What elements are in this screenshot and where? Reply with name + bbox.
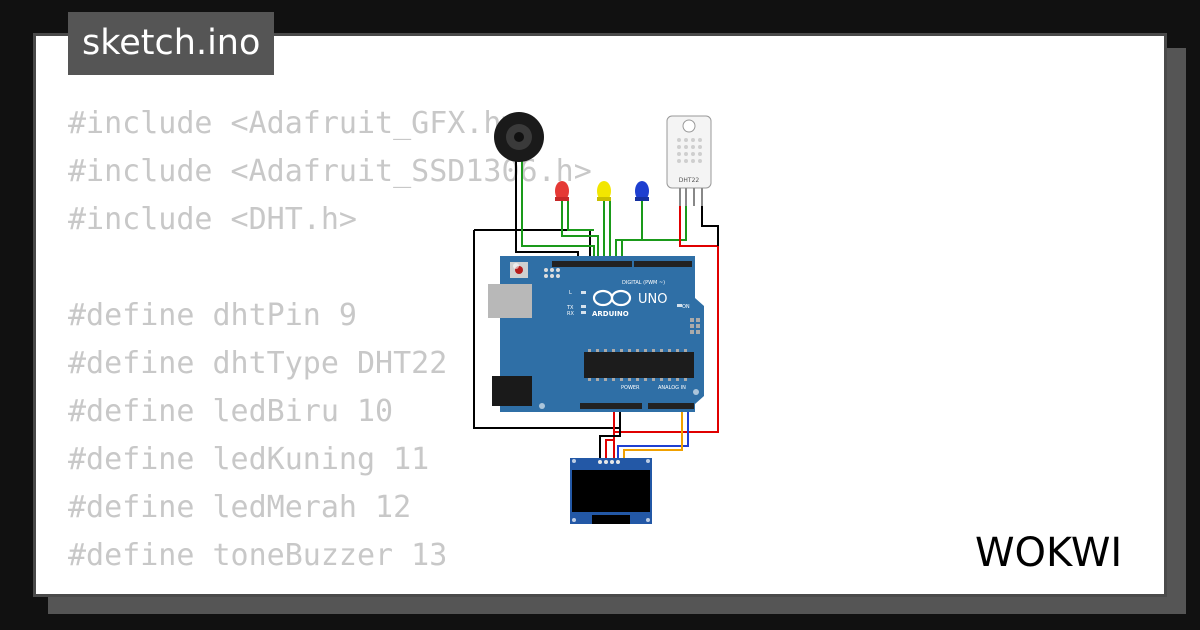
dht22-label: DHT22 xyxy=(679,177,700,184)
oled-display[interactable] xyxy=(570,458,652,524)
wire-dht-gnd xyxy=(701,206,719,246)
tx-label: TX xyxy=(566,305,574,311)
buzzer[interactable] xyxy=(494,112,544,162)
atmega-chip xyxy=(584,352,694,378)
power-label: POWER xyxy=(621,385,640,391)
led-yellow[interactable] xyxy=(597,181,611,201)
code-line: #define ledBiru 10 xyxy=(68,394,394,429)
wokwi-logo-text: WOKWI xyxy=(975,530,1122,574)
uno-label: UNO xyxy=(638,292,667,307)
analog-header xyxy=(648,403,694,409)
wire-oled-scl xyxy=(617,405,689,460)
led-red[interactable] xyxy=(555,181,569,201)
usb-port xyxy=(488,284,532,318)
power-jack xyxy=(492,376,532,406)
arduino-uno-board[interactable]: DIGITAL (PWM ~) UNO ARDUINO TX RX L ON P… xyxy=(488,256,704,412)
wire-buzzer-signal xyxy=(521,145,595,262)
digital-header-right xyxy=(634,261,692,267)
digital-label: DIGITAL (PWM ~) xyxy=(622,280,665,286)
rx-label: RX xyxy=(567,311,574,317)
wire-oled-gnd xyxy=(599,410,621,460)
wire-led-red-gnd xyxy=(567,200,594,231)
power-header xyxy=(580,403,642,409)
l-label: L xyxy=(569,290,572,296)
arduino-brand: ARDUINO xyxy=(592,310,629,318)
code-line: #define ledKuning 11 xyxy=(68,442,430,477)
analog-label: ANALOG IN xyxy=(658,385,686,391)
dht22-sensor[interactable]: DHT22 xyxy=(666,115,712,206)
oled-screen xyxy=(572,470,650,512)
digital-header-left xyxy=(552,261,632,267)
wokwi-logo: WOKWI xyxy=(975,530,1122,574)
code-line: #define toneBuzzer 13 xyxy=(68,538,448,573)
file-tab-label: sketch.ino xyxy=(82,23,261,63)
code-line: #include <Adafruit_GFX.h> xyxy=(68,106,520,141)
code-line: #define ledMerah 12 xyxy=(68,490,412,525)
file-tab[interactable]: sketch.ino xyxy=(68,12,275,75)
wire-led-blue xyxy=(615,200,643,262)
wires xyxy=(473,145,719,460)
wire-oled-vcc xyxy=(605,410,615,460)
wire-oled-sda xyxy=(623,405,683,460)
wire-dht-data xyxy=(621,206,687,262)
code-line: #define dhtType DHT22 xyxy=(68,346,448,381)
code-line: #include <DHT.h> xyxy=(68,202,357,237)
code-line: #include <Adafruit_SSD1306.h> xyxy=(68,154,592,189)
wire-led-red xyxy=(561,200,599,262)
code-line: #define dhtPin 9 xyxy=(68,298,357,333)
code-editor: #include <Adafruit_GFX.h> #include <Adafr… xyxy=(68,100,592,580)
led-blue[interactable] xyxy=(635,181,649,201)
on-label: ON xyxy=(682,304,690,310)
circuit-diagram: DHT22 DIGITAL (PWM xyxy=(473,112,719,524)
arduino-infinity-logo xyxy=(592,289,632,307)
